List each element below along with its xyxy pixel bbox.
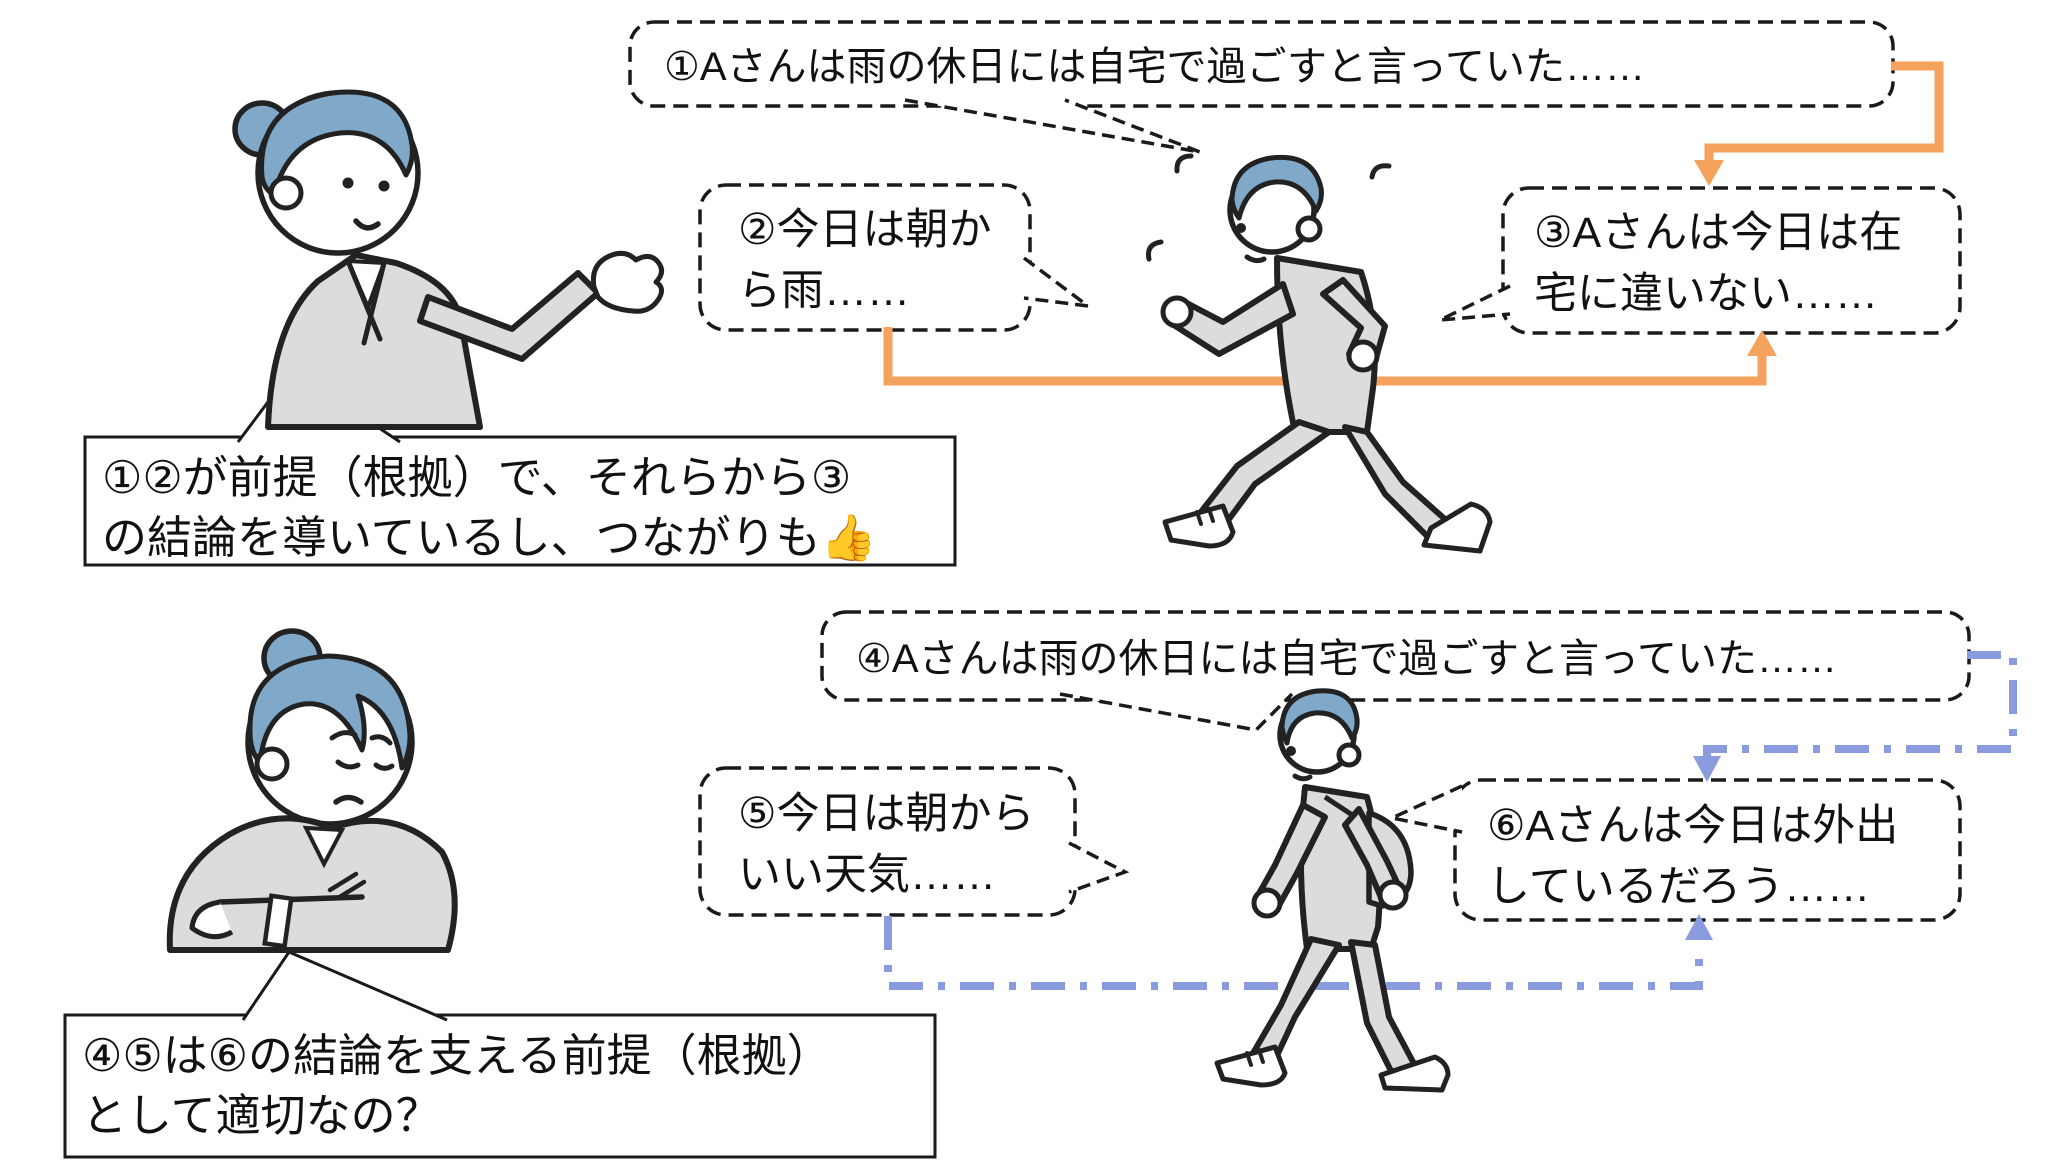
eye-right [378, 180, 390, 192]
ear [1295, 215, 1323, 243]
lapel-lines [345, 258, 387, 346]
teacher-comment-valid-text: ①②が前提（根拠）で、それらから③ の結論を導いているし、つながりも👍 [102, 448, 877, 569]
bubble-2-tail [1022, 256, 1095, 309]
arrow-premise4-to-conclusion-bottom [1703, 651, 2017, 758]
conclusion-3-line-1: ③Aさんは今日は在 [1534, 209, 1903, 257]
closed-eye-right [373, 762, 395, 771]
speech-bubbles [628, 20, 1971, 922]
premise-2-bubble-text: ②今日は朝か ら雨…… [738, 200, 992, 322]
sweat-drop-1 [1174, 153, 1194, 174]
teacher-comment-question-text: ④⑤は⑥の結論を支える前提（根拠） として適切なの？ [82, 1026, 832, 1147]
bubble-3-tail [1439, 284, 1511, 322]
ear [268, 175, 304, 211]
hair [1279, 688, 1360, 746]
hair [1229, 154, 1324, 221]
premise-5-line-1: ⑤今日は朝から [738, 790, 1035, 838]
premise-4-bubble-text: ④Aさんは雨の休日には自宅で過ごすと言っていた…… [856, 637, 1837, 681]
front-hand [1251, 887, 1283, 919]
premise-1-bubble-text: ①Aさんは雨の休日には自宅で過ごすと言っていた…… [664, 45, 1645, 89]
hair [247, 653, 413, 771]
closed-eye-left [335, 759, 361, 770]
bubble-4-tail [1059, 692, 1294, 732]
mouth [1244, 254, 1267, 264]
conclusion-6-line-1: ⑥Aさんは今日は外出 [1487, 802, 1899, 850]
conclusion-6-line-2: しているだろう…… [1487, 863, 1871, 912]
sweat-drop-2 [1146, 239, 1164, 262]
comment-box-2-tail [241, 950, 448, 1022]
open-hand [590, 250, 664, 314]
comment-box-1-outline [83, 435, 957, 567]
arrowhead-up-blue [1685, 914, 1713, 940]
hand [189, 899, 234, 940]
ear [254, 746, 290, 782]
walking-man-figure [1214, 688, 1451, 1093]
eye [1236, 223, 1246, 233]
back-leg [1348, 939, 1422, 1086]
conclusion-6-bubble-text: ⑥Aさんは今日は外出 しているだろう…… [1487, 796, 1898, 918]
bubble-6-outline [1453, 778, 1962, 922]
worried-woman-figure [166, 628, 458, 953]
comment-box-2-outline [63, 1013, 937, 1159]
bubble-2-outline [698, 183, 1032, 332]
back-fist [1346, 339, 1380, 373]
arm-crease-lines [327, 871, 367, 901]
sleeve-cuff [262, 893, 294, 949]
premise-2-line-2: ら雨…… [738, 267, 910, 316]
premise-5-line-2: いい天気…… [738, 851, 996, 900]
woman-presenting-figure [232, 89, 664, 430]
arrow-premise1-to-conclusion-top [1704, 61, 1944, 164]
sweat-drop-3 [1369, 163, 1392, 180]
back-hand [1377, 879, 1409, 911]
shirt-collar [302, 825, 346, 869]
arrowhead-up-orange [1747, 330, 1777, 356]
conclusion-3-line-2: 宅に違いない…… [1534, 270, 1878, 319]
premise-5-bubble-text: ⑤今日は朝から いい天気…… [738, 784, 1035, 906]
mouth-frown [333, 794, 364, 805]
bubble-3-outline [1501, 186, 1962, 335]
front-shoe [1162, 503, 1236, 549]
comment-1-line-1: ①②が前提（根拠）で、それらから③ [102, 452, 852, 503]
eye [1286, 746, 1296, 756]
bubble-5-outline [698, 766, 1077, 917]
front-shoe-laces [1195, 507, 1215, 526]
bubble-6-tail [1386, 784, 1463, 834]
bubble-1-tail [904, 98, 1201, 154]
back-shoe [1421, 501, 1493, 554]
eyebrow-right [369, 734, 393, 746]
arrowhead-down-blue [1693, 756, 1721, 782]
bubble-5-tail [1068, 841, 1130, 894]
comment-1-line-2: の結論を導いているし、つながりも👍 [102, 512, 877, 564]
premise-2-line-1: ②今日は朝か [738, 206, 992, 254]
front-shoe-laces [1245, 1048, 1265, 1067]
arrowhead-down-orange [1694, 160, 1724, 186]
comment-2-line-2: として適切なの？ [82, 1090, 441, 1142]
eyebrow-left [329, 730, 358, 741]
running-man-figure [1146, 153, 1493, 554]
conclusion-3-bubble-text: ③Aさんは今日は在 宅に違いない…… [1534, 203, 1902, 325]
back-shoe [1378, 1054, 1451, 1093]
comment-2-line-1: ④⑤は⑥の結論を支える前提（根拠） [82, 1030, 832, 1081]
eye-left [342, 177, 354, 189]
ear [1336, 742, 1362, 768]
mouth-smile [353, 218, 381, 231]
front-fist [1160, 295, 1194, 329]
mouth [1292, 773, 1313, 782]
